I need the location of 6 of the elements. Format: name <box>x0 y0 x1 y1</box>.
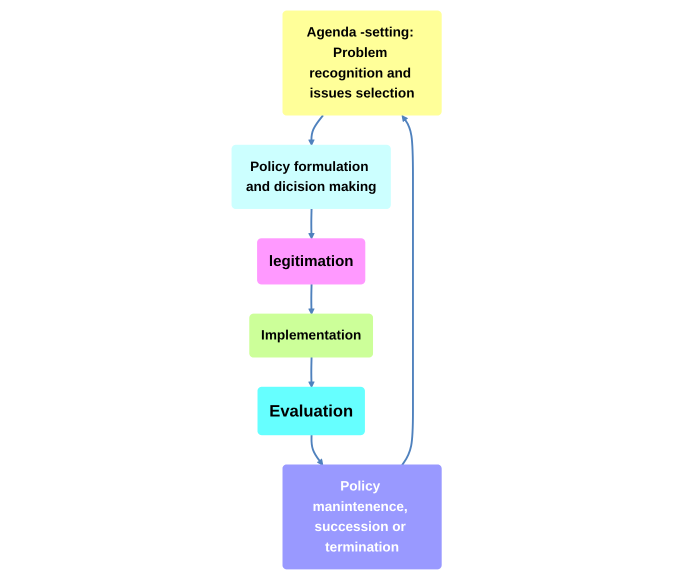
arrow <box>402 115 414 466</box>
arrow <box>310 435 324 466</box>
arrow <box>308 114 324 146</box>
arrow <box>308 208 316 240</box>
arrow <box>308 284 316 315</box>
arrow <box>308 357 316 388</box>
